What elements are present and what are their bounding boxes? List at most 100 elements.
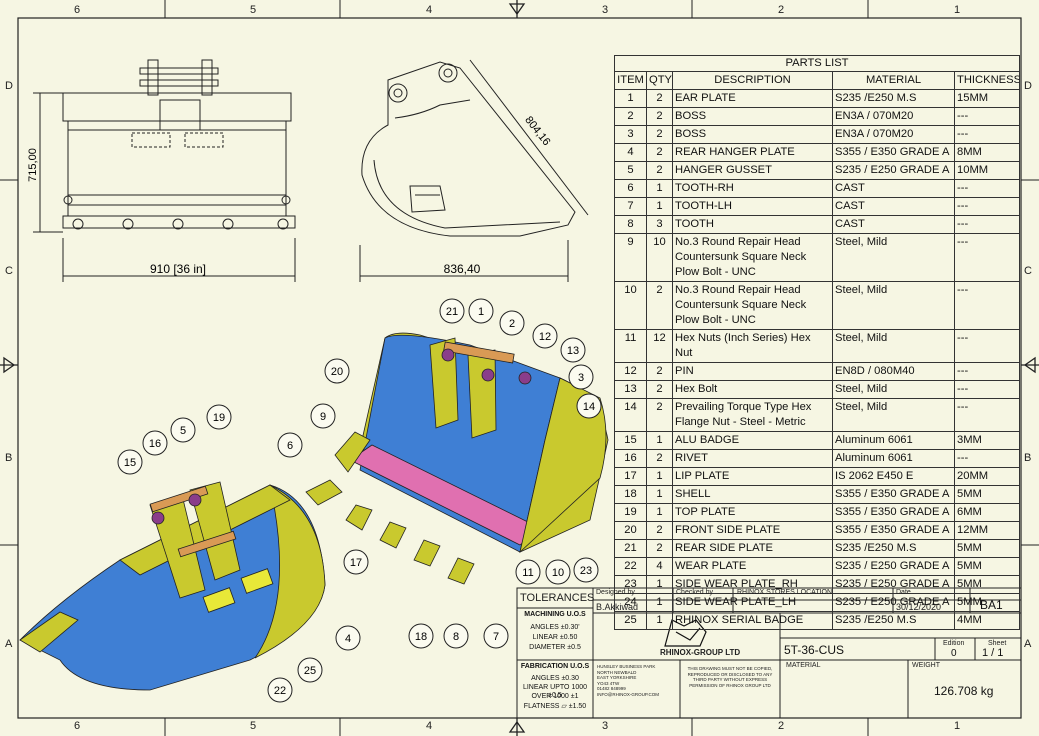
balloon-circle [443,623,469,649]
cell-desc: LIP PLATE [672,467,833,486]
cell-qty: 2 [646,398,673,432]
cell-item: 1 [614,89,647,108]
balloon-label: 2 [509,318,515,330]
balloon-label: 25 [304,665,316,677]
cell-desc: TOOTH-RH [672,179,833,198]
cell-desc: WEAR PLATE [672,557,833,576]
cell-mat: S355 / E350 GRADE A [832,143,955,162]
machining-title: MACHINING U.O.S [524,611,586,618]
zone-top-3: 3 [602,4,609,16]
cell-qty: 1 [646,197,673,216]
fabrication-linear: LINEAR UPTO 1000 ±0.5 [522,684,588,699]
cell-desc: PIN [672,362,833,381]
zone-top-2: 2 [778,4,785,16]
cell-qty: 1 [646,593,673,612]
cell-qty: 2 [646,362,673,381]
cell-item: 17 [614,467,647,486]
cell-item: 2 [614,107,647,126]
balloon-circle [206,404,232,430]
balloon-label: 19 [213,412,225,424]
cell-desc: TOOTH [672,215,833,234]
cell-item: 3 [614,125,647,144]
balloon-label: 7 [493,631,499,643]
zone-bottom-3: 3 [602,720,609,732]
designed-by-label: Designed by [596,589,635,596]
cell-thk: 12MM [953,521,1021,540]
zone-right-D: D [1024,80,1032,92]
zone-bottom-4: 4 [426,720,433,732]
balloon-label: 17 [350,557,362,569]
cell-mat: S235 /E250 M.S [832,539,955,558]
balloon-label: 9 [320,411,326,423]
balloon-label: 15 [124,457,136,469]
cell-desc: EAR PLATE [672,89,833,108]
copy-notice: THIS DRAWING MUST NOT BE COPIED,REPRODUC… [687,666,773,688]
header-thickness: THICKNESS [953,71,1021,90]
balloon-circle [170,417,196,443]
cell-mat: S355 / E350 GRADE A [832,521,955,540]
iso-bucket-back [19,481,326,691]
cell-thk: --- [953,380,1021,399]
cell-qty: 2 [646,143,673,162]
cell-item: 10 [614,281,647,330]
checked-by-label: Checked by [676,589,713,596]
cell-desc: HANGER GUSSET [672,161,833,180]
header-item: ITEM [614,71,647,90]
dim-depth: 836,40 [444,262,481,276]
fabrication-title: FABRICATION U.O.S [520,663,590,670]
balloon-circle [343,549,369,575]
weight-label: WEIGHT [912,662,940,669]
balloon-circle [439,298,465,324]
part-number: 5T-36-CUS [784,643,845,657]
balloon-label: 13 [567,345,579,357]
balloon-circle [499,310,525,336]
cell-thk: 5MM [953,575,1021,594]
cell-desc: ALU BADGE [672,431,833,450]
cell-thk: 4MM [953,611,1021,630]
cell-mat: IS 2062 E450 E [832,467,955,486]
cell-thk: 6MM [953,503,1021,522]
cell-thk: --- [953,449,1021,468]
cell-qty: 3 [646,215,673,234]
zone-top-6: 6 [74,4,81,16]
cell-mat: S235 / E250 GRADE A [832,575,955,594]
balloon-label: 4 [345,633,351,645]
tolerances-label: TOLERANCES [520,592,595,604]
balloon-circle [576,393,602,419]
balloon-label: 12 [539,331,551,343]
date-label: Date [896,589,911,596]
cell-desc: FRONT SIDE PLATE [672,521,833,540]
balloon-circle [408,623,434,649]
cell-item: 4 [614,143,647,162]
balloon-circle [568,364,594,390]
cell-item: 5 [614,161,647,180]
zone-right-B: B [1024,452,1032,464]
balloon-label: 21 [446,306,458,318]
parts-list-table: PARTS LIST ITEM QTY DESCRIPTION MATERIAL… [613,55,1021,630]
cell-thk: 5MM [953,539,1021,558]
cell-desc: BOSS [672,125,833,144]
cell-thk: 5MM [953,485,1021,504]
cell-desc: REAR SIDE PLATE [672,539,833,558]
balloon-label: 22 [274,685,286,697]
fabrication-flatness: FLATNESS ⏥ ±1.50 [523,703,587,710]
cell-item: 13 [614,380,647,399]
zone-top-5: 5 [250,4,257,16]
balloon-circle [483,623,509,649]
zone-left-C: C [5,265,13,277]
cell-mat: Steel, Mild [832,380,955,399]
balloon-label: 3 [578,372,584,384]
fabrication-angles: ANGLES ±0.30 [531,675,579,682]
